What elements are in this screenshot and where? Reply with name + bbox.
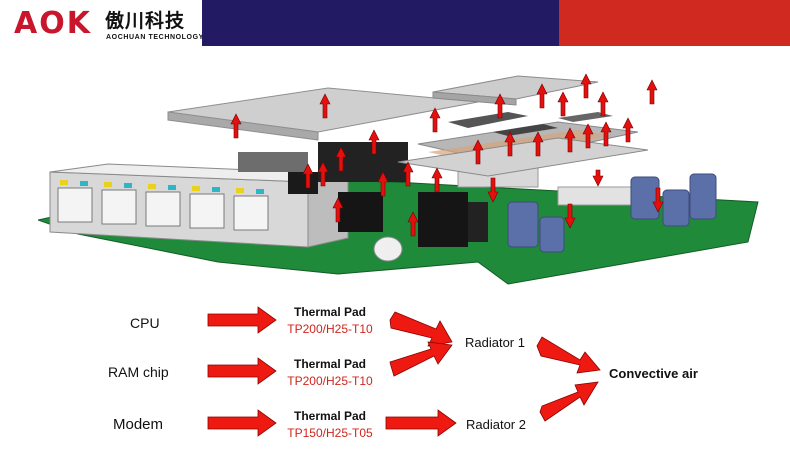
arrow-pad2-to-radiator1 xyxy=(389,341,453,377)
capacitors xyxy=(507,173,717,253)
radiator-2: Radiator 2 xyxy=(466,417,526,432)
arrow-pad1-to-radiator1 xyxy=(389,311,453,347)
header-bar-red xyxy=(559,0,790,46)
thermal-pad-2-code: TP200/H25-T10 xyxy=(287,374,373,388)
heat-flow-arrows xyxy=(230,73,664,237)
arrow-cpu-to-pad xyxy=(207,306,277,334)
arrow-modem-to-pad xyxy=(207,409,277,437)
thermal-pad-1-code: TP200/H25-T10 xyxy=(287,322,373,336)
arrow-ram-to-pad xyxy=(207,357,277,385)
ethernet-ports xyxy=(49,163,349,248)
source-cpu: CPU xyxy=(130,315,160,331)
heat-flow-diagram: CPU RAM chip Modem Thermal Pad TP200/H25… xyxy=(0,290,790,458)
source-modem: Modem xyxy=(113,416,164,433)
logo-latin: AOK xyxy=(14,6,92,41)
source-ram-chip: RAM chip xyxy=(108,364,169,380)
flow-arrows xyxy=(207,306,601,437)
header-bar-blue xyxy=(202,0,559,46)
board-components xyxy=(238,142,639,262)
thermal-pad-1-title: Thermal Pad xyxy=(293,305,367,319)
arrow-radiator1-to-air xyxy=(536,336,601,374)
radiator-1: Radiator 1 xyxy=(465,335,525,350)
arrow-radiator2-to-air xyxy=(539,381,599,422)
logo-english: AOCHUAN TECHNOLOGY xyxy=(106,34,204,41)
logo-chinese: 傲川科技 xyxy=(105,10,186,32)
thermal-pad-3-code: TP150/H25-T05 xyxy=(287,426,373,440)
arrow-pad3-to-radiator2 xyxy=(385,409,457,437)
thermal-pad-2-title: Thermal Pad xyxy=(293,357,367,371)
exploded-pcb-illustration xyxy=(38,73,759,285)
heatsink-plate-lower xyxy=(397,137,649,177)
thermal-pad-3-title: Thermal Pad xyxy=(293,409,367,423)
header-banner: AOK 傲川科技 AOCHUAN TECHNOLOGY xyxy=(0,0,790,46)
convective-air: Convective air xyxy=(609,366,698,381)
